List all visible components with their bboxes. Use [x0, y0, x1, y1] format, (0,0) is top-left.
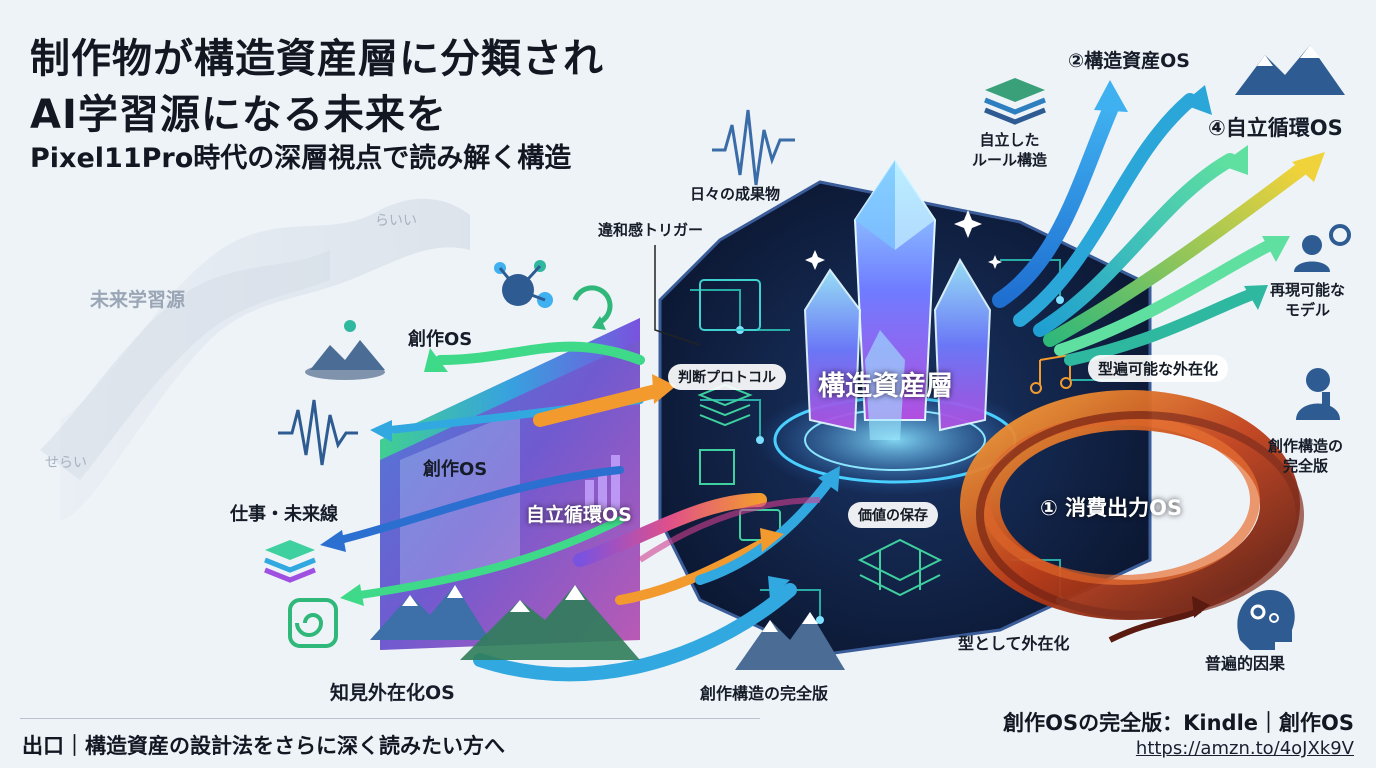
label-work-future: 仕事・未来線 — [230, 504, 338, 525]
label-complete-edition-bottom: 創作構造の完全版 — [700, 684, 829, 703]
subtitle: Pixel11Pro時代の深層視点で読み解く構造 — [30, 143, 572, 174]
label-structural-asset-os: ②構造資産OS — [1068, 50, 1190, 72]
label-creation-os-top: 創作OS — [408, 329, 473, 350]
label-consumption-os: ① 消費出力OS — [1040, 496, 1183, 520]
label-transferable: 型遍可能な外在化 — [1088, 355, 1229, 382]
label-structural-asset-layer: 構造資産層 — [818, 371, 953, 402]
label-universal-cause: 普遍的因果 — [1205, 654, 1286, 673]
label-self-cycle-os-right: ④自立循環OS — [1208, 116, 1343, 140]
label-self-cycle-os-left: 自立循環OS — [526, 504, 632, 526]
label-externalize-as-form: 型として外在化 — [958, 634, 1070, 653]
ghost-future-source: 未来学習源 — [90, 289, 186, 311]
footer-exit-text: 出口｜構造資産の設計法をさらに深く読みたい方へ — [22, 734, 505, 758]
label-daily-output: 日々の成果物 — [690, 185, 781, 203]
label-self-rules: 自立した ルール構造 — [972, 131, 1048, 170]
label-value-preservation: 価値の保存 — [848, 502, 938, 528]
crystal-icon — [803, 158, 992, 440]
label-knowledge-os: 知見外在化OS — [330, 682, 455, 704]
title-line-1: 制作物が構造資産層に分類され — [30, 36, 604, 82]
mountain-left — [370, 585, 490, 640]
label-discomfort-trigger: 違和感トリガー — [598, 221, 704, 239]
label-complete-edition-right: 創作構造の 完全版 — [1268, 437, 1344, 476]
footer-book-text: 創作OSの完全版：Kindle｜創作OS — [1003, 711, 1354, 735]
title-line-2: AI学習源になる未来を — [30, 92, 447, 138]
label-reproducible-model: 再現可能な モデル — [1270, 281, 1346, 320]
ghost-rai: らいい — [375, 213, 417, 229]
footer-url-link[interactable]: https://amzn.to/4oJXk9V — [1135, 738, 1354, 759]
ghost-serai: せらい — [45, 455, 87, 471]
footer-divider — [20, 718, 760, 719]
label-judgment-protocol: 判断プロトコル — [668, 364, 786, 390]
label-creation-os-mid: 創作OS — [423, 459, 488, 480]
